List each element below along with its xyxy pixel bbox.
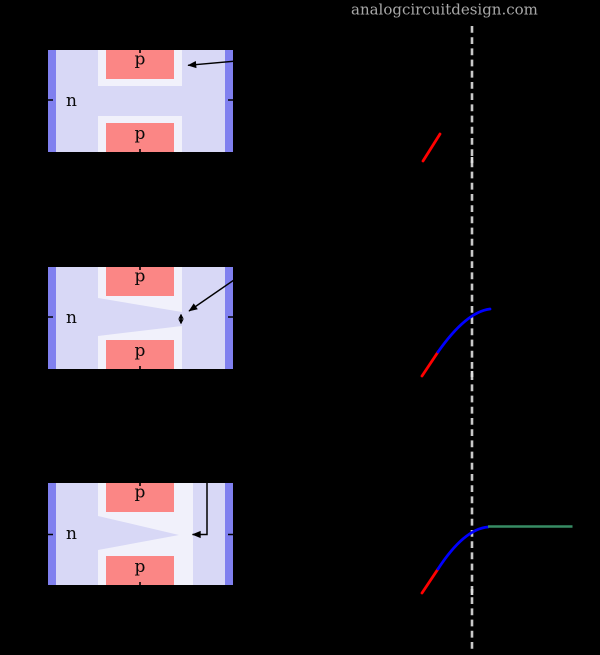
transition-blue-curve <box>436 525 490 571</box>
source-contact <box>48 50 56 152</box>
pinch-off-elbow-arrow <box>191 469 208 539</box>
triode-red-segment <box>420 567 440 595</box>
p-gate-bottom-label: p <box>135 557 146 577</box>
triode-red-segment <box>420 350 440 378</box>
p-gate-top-label: p <box>135 267 146 287</box>
terminal-leads <box>30 42 251 161</box>
channel-neck <box>98 298 182 336</box>
p-gate-bottom <box>106 340 174 369</box>
n-region-label: n <box>66 91 77 111</box>
watermark-text: analogcircuitdesign.com <box>351 1 538 19</box>
drain-contact <box>225 267 233 369</box>
p-gate-top <box>106 483 174 512</box>
graph-2-iv-curve <box>420 307 492 378</box>
depletion-region-arrow <box>187 55 294 69</box>
p-gate-bottom-label: p <box>135 341 146 361</box>
device-3-pinched-off-channel: n p p <box>30 469 251 594</box>
terminal-leads <box>30 259 251 378</box>
p-gate-top-label: p <box>135 483 146 503</box>
p-gate-top-label: p <box>135 50 146 70</box>
triode-red-segment <box>421 132 442 163</box>
graph-1-iv-curve <box>421 132 442 163</box>
p-gate-bottom <box>106 123 174 152</box>
device-2-narrowed-channel: n p p <box>30 239 293 378</box>
p-gate-bottom <box>106 556 174 585</box>
channel-wedge <box>98 516 179 550</box>
n-region-label: n <box>66 308 77 328</box>
n-region-label: n <box>66 524 77 544</box>
channel-neck-arrow <box>188 239 293 312</box>
transition-blue-curve <box>436 307 492 354</box>
p-gate-bottom-label: p <box>135 124 146 144</box>
drain-contact <box>225 50 233 152</box>
graph-3-iv-curve <box>420 525 573 595</box>
source-contact <box>48 267 56 369</box>
terminal-leads <box>30 475 251 594</box>
p-gate-top <box>106 50 174 79</box>
p-gate-top <box>106 267 174 296</box>
device-1-uniform-channel: n p p <box>30 42 294 161</box>
